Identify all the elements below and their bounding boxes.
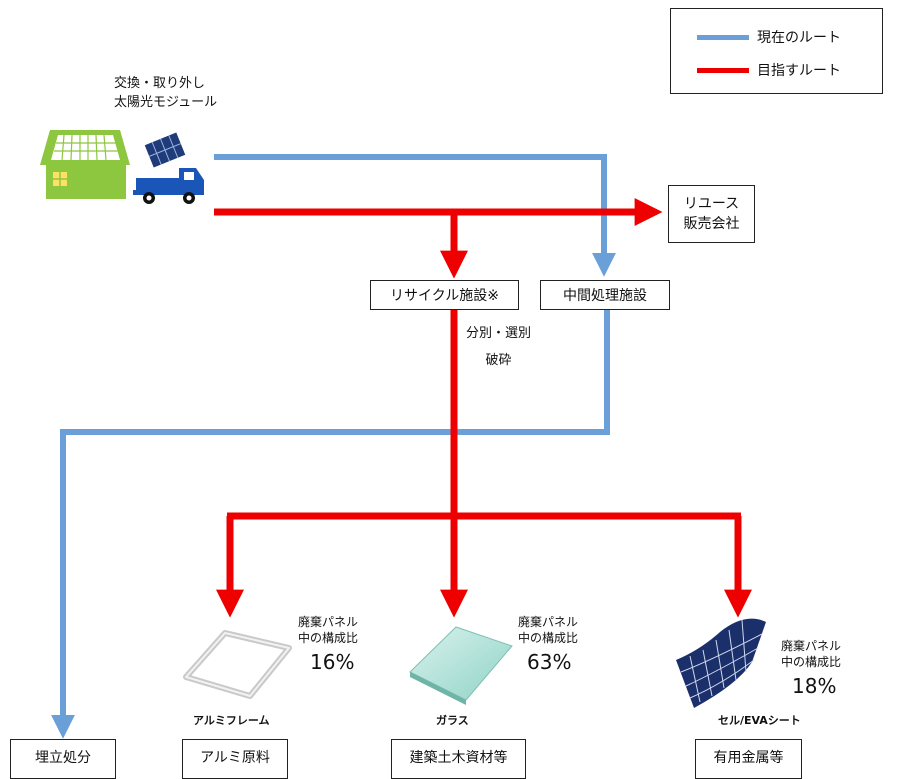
construction-material-node: 建築土木資材等 <box>391 739 526 779</box>
glass-ratio-line2: 中の構成比 <box>518 631 579 645</box>
aluminum-ratio-line1: 廃棄パネル <box>298 615 359 629</box>
aluminum-ratio-line2: 中の構成比 <box>298 631 359 645</box>
aluminum-ratio-label: 廃棄パネル 中の構成比 <box>298 614 358 646</box>
recycling-facility-node: リサイクル施設※ <box>370 280 519 310</box>
aluminum-frame-image <box>183 630 292 699</box>
cell-eva-sheet-image <box>676 618 766 708</box>
glass-image <box>409 626 513 705</box>
cell-percent: 18% <box>792 674 837 698</box>
intermediate-facility-node: 中間処理施設 <box>540 280 670 310</box>
glass-ratio-label: 廃棄パネル 中の構成比 <box>518 614 578 646</box>
useful-metals-node: 有用金属等 <box>695 739 802 779</box>
reuse-company-node: リユース 販売会社 <box>668 185 755 243</box>
aluminum-frame-caption: アルミフレーム <box>193 714 270 727</box>
legend-target-route-swatch <box>697 67 749 73</box>
source-label-line2: 太陽光モジュール <box>114 95 218 110</box>
cell-ratio-label: 廃棄パネル 中の構成比 <box>781 638 841 670</box>
legend-target-route-label: 目指すルート <box>757 63 841 79</box>
reuse-company-line1: リユース <box>683 196 740 212</box>
glass-caption: ガラス <box>436 714 469 727</box>
cell-ratio-line1: 廃棄パネル <box>781 639 842 653</box>
glass-ratio-line1: 廃棄パネル <box>518 615 579 629</box>
glass-percent: 63% <box>527 650 572 674</box>
process-label-line2: 破砕 <box>485 353 512 368</box>
landfill-node: 埋立処分 <box>10 739 116 779</box>
truck-icon <box>133 132 204 204</box>
current-route-to-intermediate <box>214 154 616 277</box>
source-label: 交換・取り外し 太陽光モジュール <box>114 74 217 112</box>
cell-eva-caption: セル/EVAシート <box>718 714 801 727</box>
legend-current-route-swatch <box>697 34 749 40</box>
process-label-line1: 分別・選別 <box>466 326 532 341</box>
source-label-line1: 交換・取り外し <box>114 76 206 91</box>
legend-current-route-label: 現在のルート <box>757 30 841 46</box>
aluminum-material-node: アルミ原料 <box>182 739 288 779</box>
house-solar-icon <box>40 130 130 199</box>
process-label: 分別・選別 破砕 <box>466 320 531 374</box>
legend-current-route: 現在のルート <box>671 26 841 48</box>
cell-ratio-line2: 中の構成比 <box>781 655 842 669</box>
reuse-company-line2: 販売会社 <box>683 216 740 232</box>
legend: 現在のルート 目指すルート <box>670 8 883 94</box>
legend-target-route: 目指すルート <box>671 59 841 81</box>
aluminum-percent: 16% <box>310 650 355 674</box>
current-route-to-landfill <box>51 310 610 739</box>
